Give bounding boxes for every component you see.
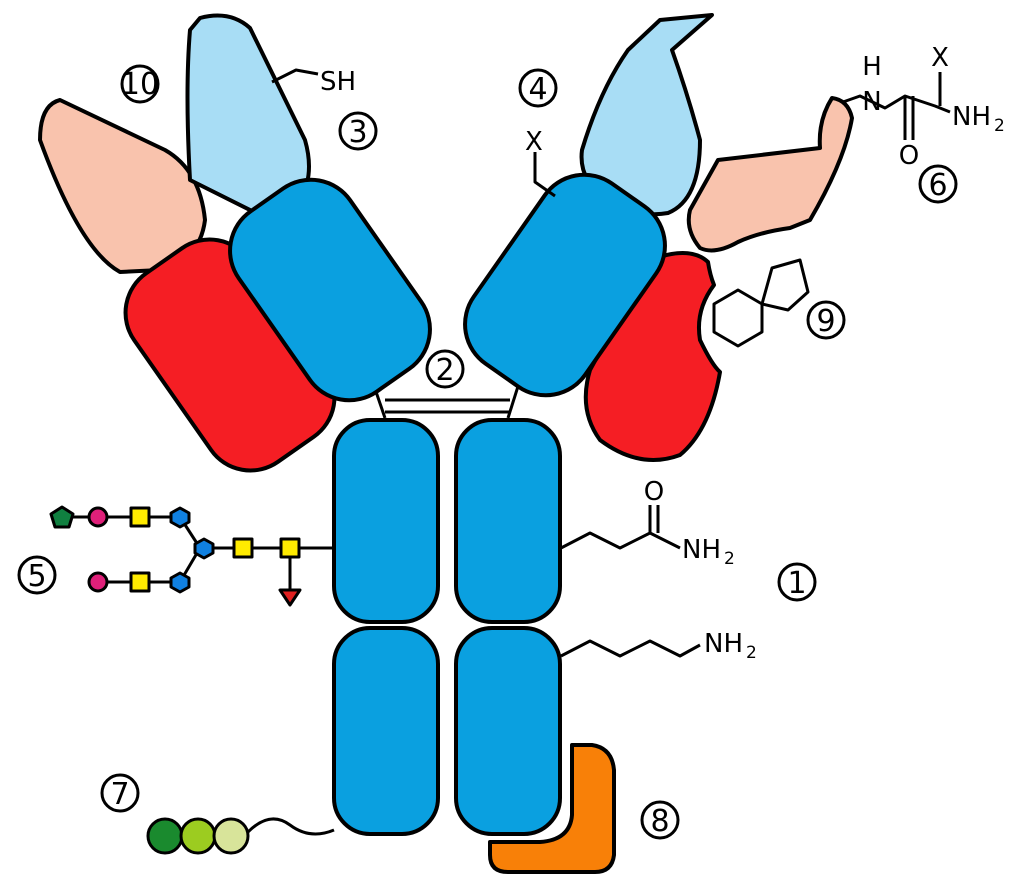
- label-3: 3: [348, 115, 367, 150]
- constant-domain-right: [463, 172, 667, 398]
- glutamine-nh-sub: 2: [724, 549, 735, 569]
- fucose-icon: [278, 588, 302, 607]
- label-10: 10: [121, 67, 159, 102]
- lysine-chain: [560, 639, 701, 658]
- heavy-variable-left: [38, 98, 207, 274]
- label-1: 1: [787, 566, 806, 601]
- label-2: 2: [435, 353, 454, 388]
- label-5: 5: [27, 559, 46, 594]
- peg-linker: [246, 817, 335, 836]
- amino-nh-label: NH: [952, 102, 991, 132]
- label-9: 9: [816, 304, 835, 339]
- o-amide-label: O: [644, 477, 664, 507]
- label-6: 6: [928, 168, 947, 203]
- galnac-square-icon: [129, 506, 151, 528]
- lysine-nh-sub: 2: [746, 643, 757, 663]
- h-label: H: [862, 52, 882, 82]
- glycan-chain-icon: [49, 505, 334, 607]
- label-7: 7: [110, 777, 129, 812]
- label-8: 8: [650, 804, 669, 839]
- fc-ch2-right: [454, 418, 562, 624]
- x-linker: [533, 152, 556, 198]
- mannose-hexagon-icon: [169, 506, 191, 529]
- amino-nh-sub: 2: [994, 116, 1005, 136]
- heavy-variable-right: [686, 96, 854, 253]
- pentagon-sugar-icon: [49, 505, 75, 529]
- orange-binder-icon: [488, 743, 616, 874]
- x-linker-label: X: [525, 127, 543, 157]
- o-amino-label: O: [899, 141, 919, 171]
- fc-ch3-right: [454, 626, 562, 836]
- constant-domain-left: [228, 177, 432, 403]
- label-4: 4: [528, 72, 547, 107]
- glcnac-square-icon: [232, 537, 254, 559]
- sialic-acid-icon: [87, 506, 109, 528]
- glcnac-square-icon-2: [279, 537, 301, 559]
- n-label: N: [862, 87, 881, 117]
- glutamine-chain: [560, 531, 681, 550]
- glutamine-nh-label: NH: [682, 535, 721, 565]
- fc-ch2-left: [332, 418, 440, 624]
- mannose-hexagon-icon-2: [169, 571, 191, 594]
- amino-acid-chain: [842, 94, 951, 114]
- mannose-hexagon-icon-3: [193, 537, 215, 560]
- sialic-acid-icon-2: [87, 571, 109, 593]
- light-constant-right: [583, 250, 722, 462]
- sh-linker: [271, 68, 319, 84]
- bicyclic-ring-icon: [712, 258, 810, 348]
- galnac-square-icon-2: [129, 571, 151, 593]
- fc-ch3-left: [332, 626, 440, 836]
- lysine-nh-label: NH: [704, 629, 743, 659]
- peg-beads-icon: [146, 817, 250, 855]
- x-amino-label: X: [931, 43, 949, 73]
- sh-label: SH: [320, 67, 356, 97]
